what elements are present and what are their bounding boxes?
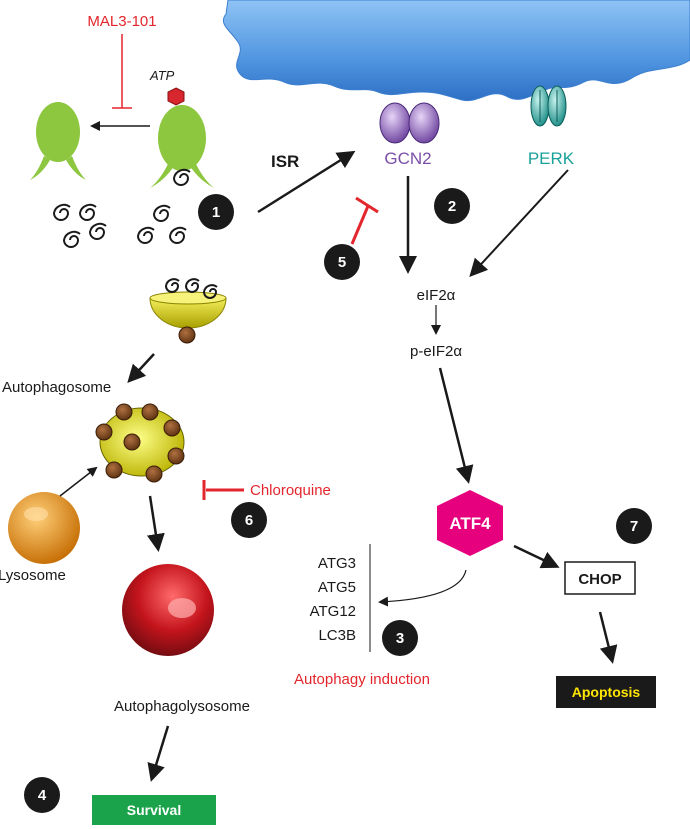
step-6-number: 6	[245, 512, 253, 529]
step-5-badge	[324, 244, 360, 280]
captured-protein-aggregates	[164, 278, 218, 299]
atg12-gene-label: ATG12	[310, 603, 356, 620]
gcn2-label: GCN2	[384, 149, 431, 168]
chaperone-protein-atp-bound	[150, 105, 214, 188]
autophagolysosome	[122, 564, 214, 656]
step-1-badge	[198, 194, 234, 230]
eif2a-label: eIF2α	[417, 287, 456, 304]
atg3-gene-label: ATG3	[318, 555, 356, 572]
atp-label: ATP	[149, 68, 175, 83]
lc3b-gene-label: LC3B	[318, 627, 356, 644]
atf4-hexagon	[437, 490, 503, 556]
step-3-number: 3	[396, 630, 404, 647]
apoptosis-label: Apoptosis	[572, 684, 641, 700]
autophagolysosome-label: Autophagolysosome	[114, 698, 250, 715]
autophagolysosome-to-survival-arrow	[147, 725, 170, 782]
atf4-to-atg-genes-arrow	[378, 569, 467, 607]
cup-to-autophagosome-arrow	[127, 353, 155, 383]
step-7-badge	[616, 508, 652, 544]
atf4-label: ATF4	[449, 514, 491, 533]
step-3-badge	[382, 620, 418, 656]
step5-inhibition-line	[350, 205, 370, 245]
apoptosis-box	[556, 676, 656, 708]
atf4-to-chop-arrow	[513, 544, 560, 569]
lysosome	[8, 492, 80, 564]
chloroquine-label: Chloroquine	[250, 482, 331, 499]
lysosome-label: Lysosome	[0, 567, 66, 584]
step-1-number: 1	[212, 204, 220, 221]
step-2-number: 2	[448, 198, 456, 215]
step-7-number: 7	[630, 518, 638, 535]
lysosome-fusion-arrow	[59, 466, 98, 497]
autophagosome	[95, 403, 185, 483]
step-2-badge	[434, 188, 470, 224]
step-4-number: 4	[38, 787, 47, 804]
chop-label: CHOP	[578, 571, 621, 588]
autophagosome-to-autophagolysosome-arrow	[146, 495, 165, 552]
chaperone-protein-inactive	[30, 102, 86, 180]
step-6-badge	[231, 502, 267, 538]
autophagy-induction-label: Autophagy induction	[294, 671, 430, 688]
perk-receptor	[530, 85, 567, 127]
peif2a-to-atf4-arrow	[438, 367, 474, 484]
atg5-gene-label: ATG5	[318, 579, 356, 596]
autophagosome-label: Autophagosome	[2, 379, 111, 396]
perk-to-eif2a-arrow	[469, 169, 569, 277]
atp-hexagon-icon	[167, 87, 185, 106]
survival-label: Survival	[127, 802, 181, 818]
phagophore-cup	[149, 291, 227, 344]
step-4-badge	[24, 777, 60, 813]
peif2a-label: p-eIF2α	[410, 343, 462, 360]
chop-to-apoptosis-arrow	[598, 611, 618, 664]
step-5-number: 5	[338, 254, 346, 271]
step5-inhibition-bar	[355, 196, 379, 214]
mal3-label: MAL3-101	[87, 13, 156, 30]
isr-activation-arrow	[257, 150, 356, 214]
cell-membrane	[222, 0, 690, 102]
misfolded-proteins	[52, 168, 191, 248]
perk-label: PERK	[528, 149, 575, 168]
isr-label: ISR	[271, 152, 299, 171]
chop-box	[564, 561, 636, 595]
gcn2-receptor	[379, 102, 440, 144]
survival-box	[92, 795, 216, 825]
